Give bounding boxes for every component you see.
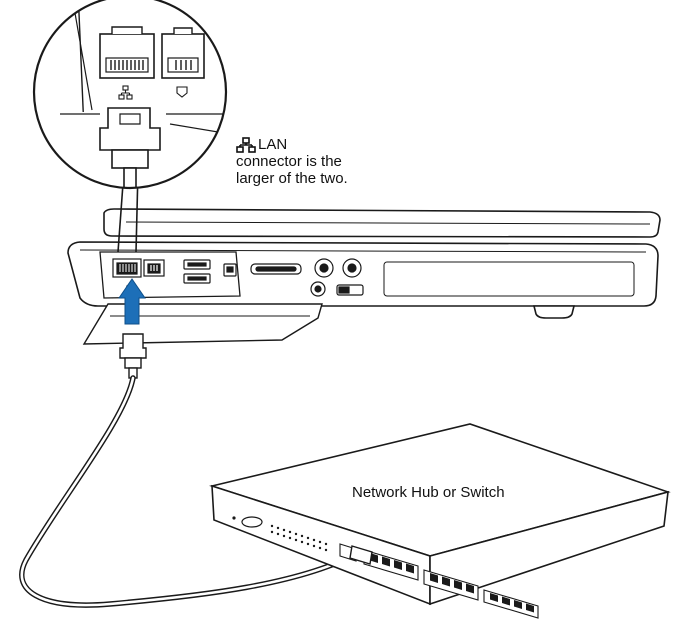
hub-rj45-plug	[349, 545, 373, 565]
lan-callout-label: LAN connector is the larger of the two.	[236, 136, 348, 187]
laptop-lan-jack	[112, 258, 142, 278]
zoom-callout	[32, 0, 228, 253]
laptop-modem-jack	[143, 259, 165, 277]
hub-label: Network Hub or Switch	[352, 484, 505, 501]
hub-front-details	[232, 516, 328, 552]
rj45-plug	[119, 333, 147, 379]
lan-port-zoom	[99, 26, 155, 79]
rj45-plug-zoom	[99, 107, 161, 188]
insert-arrow	[118, 278, 146, 325]
zoom-circle	[32, 0, 228, 190]
network-lan-icon	[118, 85, 133, 100]
laptop-foot	[532, 305, 576, 319]
callout-line-3: larger of the two.	[236, 170, 348, 187]
modem-port-zoom	[161, 27, 205, 79]
lan-label: LAN	[258, 136, 288, 153]
network-hub	[209, 423, 671, 606]
callout-line-2: connector is the	[236, 153, 342, 170]
network-lan-icon	[236, 136, 256, 153]
phone-modem-icon	[176, 86, 188, 98]
laptop	[67, 208, 661, 319]
laptop-ports: ♙	[112, 258, 364, 297]
port-cover	[82, 303, 323, 345]
hub-side	[429, 490, 669, 606]
